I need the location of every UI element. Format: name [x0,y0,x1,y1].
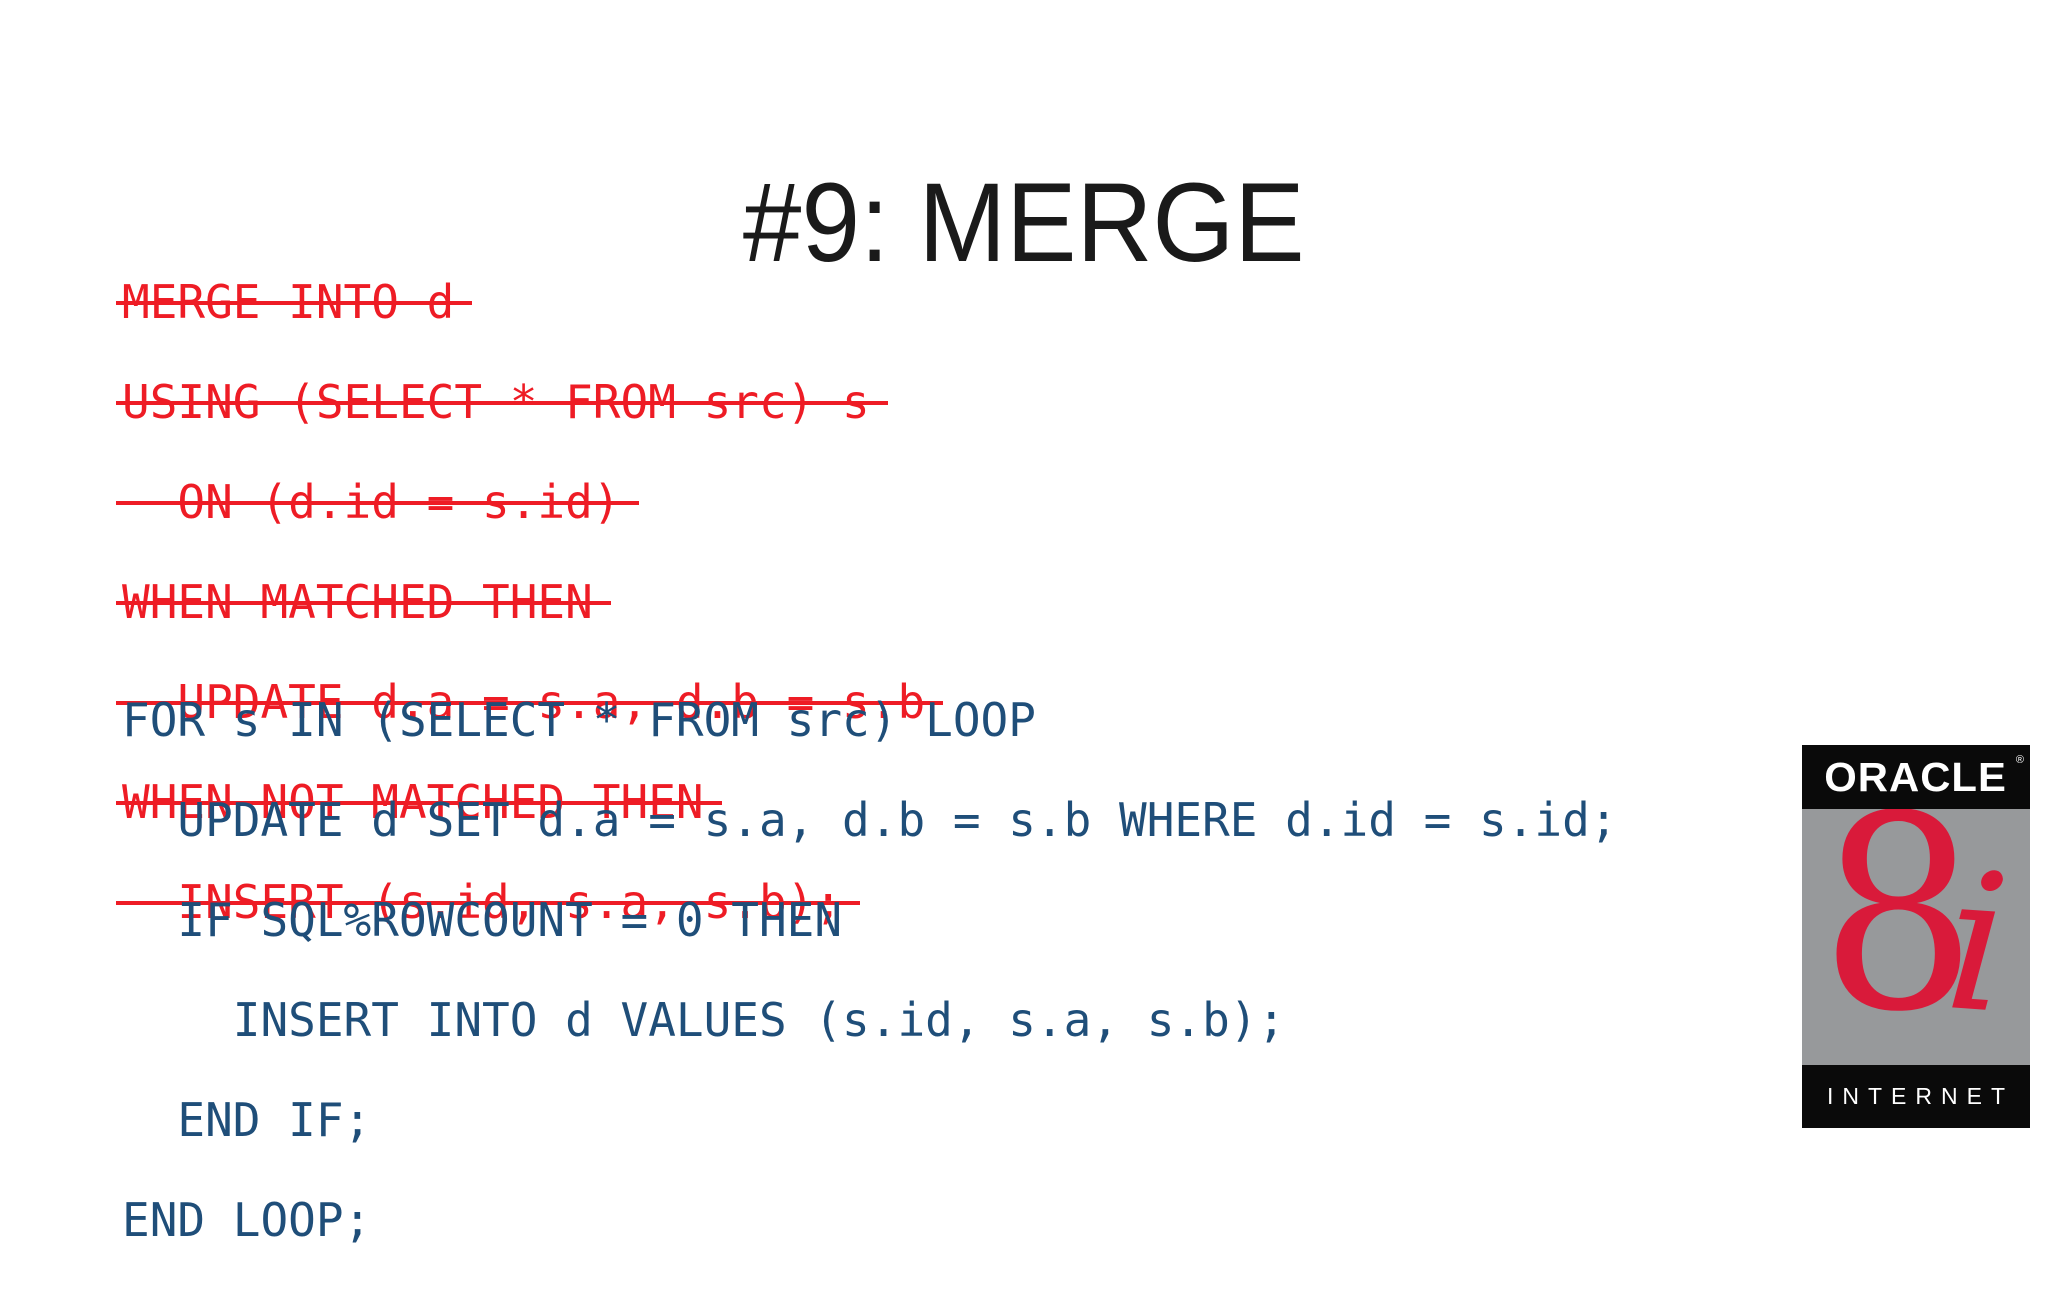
oracle-8-glyph: 8 [1820,809,1977,1065]
code-line: END IF; [122,1093,372,1147]
code-line: WHEN MATCHED THEN [116,575,611,629]
oracle-logo-bottom-band: INTERNET [1802,1065,2030,1128]
code-line: WHEN NOT MATCHED THEN [116,775,722,829]
code-line: UPDATE d.a = s.a, d.b = s.b [115,675,944,729]
code-line: END LOOP; [122,1193,372,1247]
code-line: INSERT INTO d VALUES (s.id, s.a, s.b); [122,993,1286,1047]
oracle-logo-top-band: ORACLE ® [1802,745,2030,809]
page-title-text: #9: MERGE [743,160,1305,286]
code-line: IF SQL%ROWCOUNT = 0 THEN [122,893,843,947]
oracle-logo-panel: 8 i [1802,809,2030,1065]
code-line: INSERT (s.id, s.a, s.b); [115,875,861,929]
page-title: #9: MERGE [0,167,2048,279]
code-line: USING (SELECT * FROM src) s [116,375,888,429]
merge-code-block: MERGE INTO d USING (SELECT * FROM src) s… [115,275,944,977]
oracle-wordmark: ORACLE [1824,753,2008,800]
plsql-loop-code-block: FOR s IN (SELECT * FROM src) LOOP UPDATE… [122,695,1618,1295]
code-line: MERGE INTO d [115,275,473,329]
oracle-internet-label: INTERNET [1827,1083,2014,1109]
code-line: ON (d.id = s.id) [116,475,638,529]
registered-trademark-icon: ® [2015,754,2024,766]
oracle-8i-logo: ORACLE ® 8 i INTERNET [1802,745,2030,1128]
code-line: UPDATE d SET d.a = s.a, d.b = s.b WHERE … [122,793,1618,847]
oracle-i-glyph: i [1939,831,2016,1056]
code-line: FOR s IN (SELECT * FROM src) LOOP [122,693,1036,747]
